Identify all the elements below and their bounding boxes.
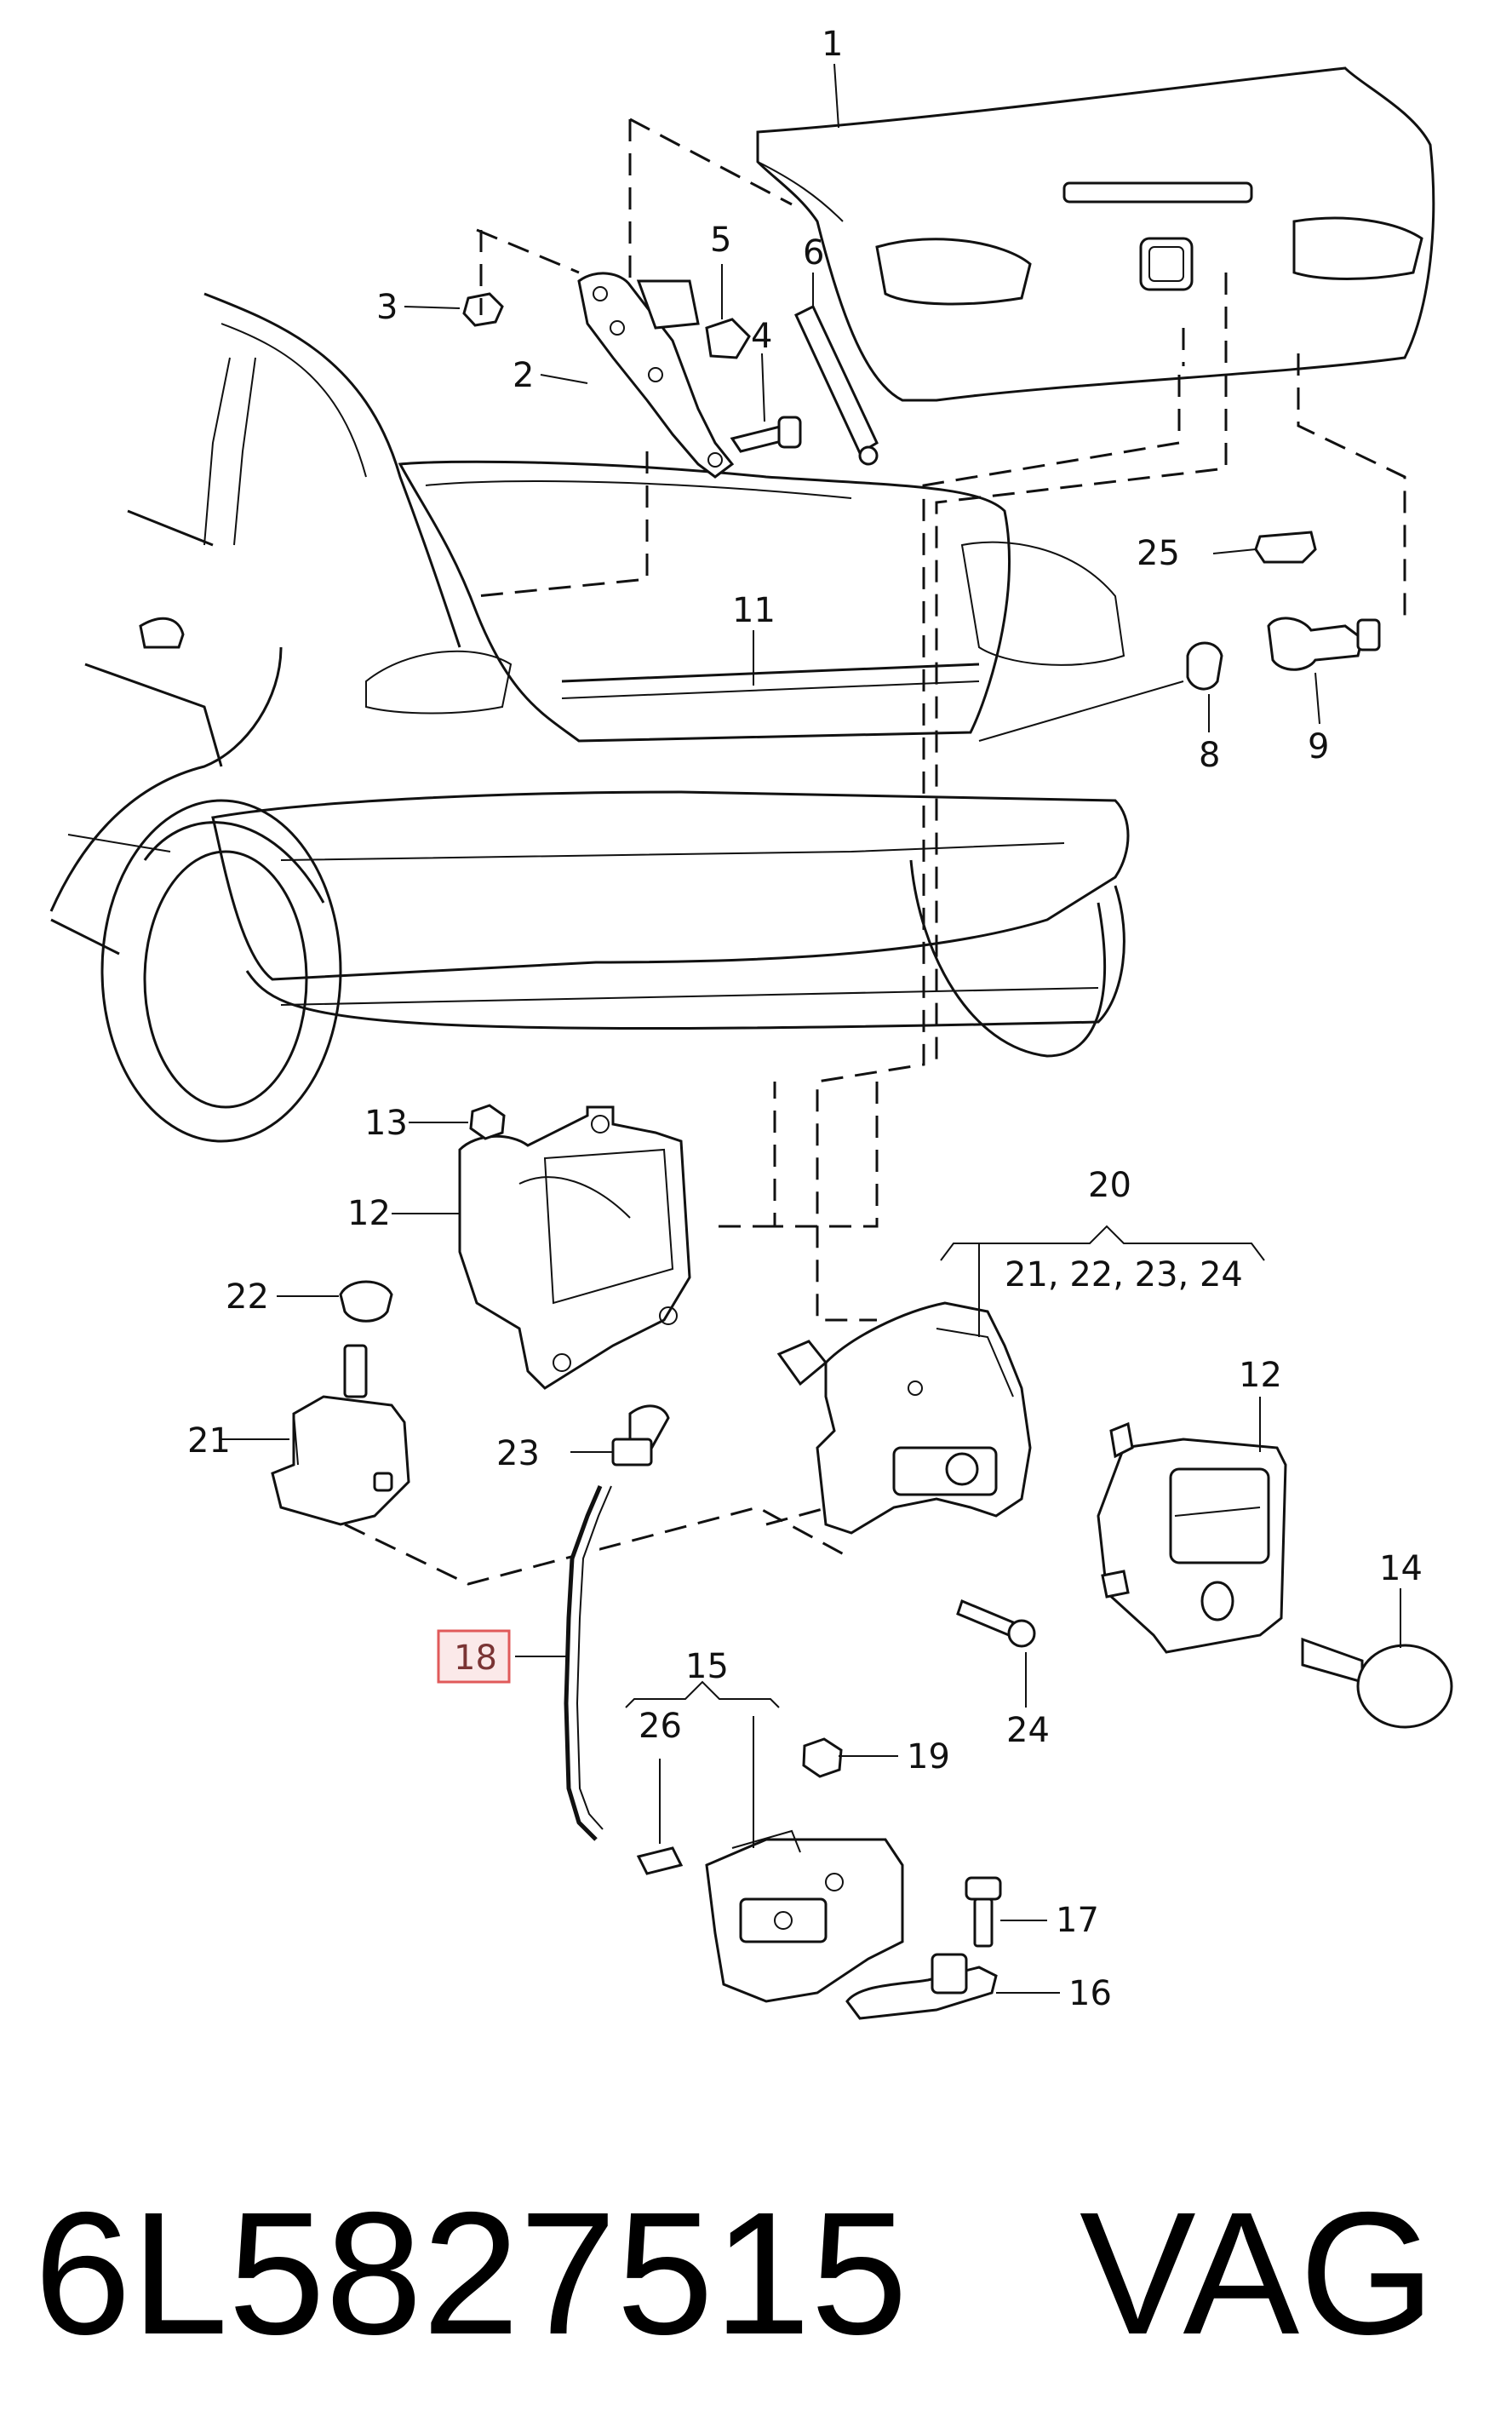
callout-21: 21 [187,1421,231,1461]
callout-16: 16 [1068,1974,1112,2013]
key-part-14 [1301,1637,1453,1729]
adjuster-part-9 [1267,617,1381,671]
callout-13: 13 [364,1104,408,1143]
callout-15: 15 [685,1647,729,1686]
callout-2: 2 [513,356,534,395]
part-number: 6L5827515 [34,2176,908,2371]
callout-22: 22 [226,1277,269,1317]
bolt-part-4 [730,416,802,453]
nut-part-13 [469,1104,506,1140]
callout-12-right: 12 [1239,1356,1282,1395]
lock-cylinder-part-12b [1097,1421,1287,1654]
lock-assembly-part-20 [776,1301,1032,1535]
dashed-leaders-upper [344,118,1406,1586]
car-body-illustration [49,292,1130,1143]
brand-name: VAG [1080,2176,1435,2371]
hinge-part-2 [577,272,735,479]
clip-part-26 [636,1846,684,1875]
motor-part-21 [271,1344,410,1526]
callout-20: 20 [1088,1166,1131,1205]
stop-part-5 [705,318,751,359]
callout-25: 25 [1137,534,1180,573]
bushing-part-22 [339,1280,393,1323]
nut-part-19 [802,1737,843,1778]
callout-3: 3 [376,288,398,327]
callout-20-subparts: 21, 22, 23, 24 [1005,1255,1243,1294]
cable-part-18 [564,1485,612,1841]
callout-5: 5 [710,221,731,260]
callout-8: 8 [1199,736,1220,775]
nut-part-3 [462,292,504,327]
callout-19: 19 [907,1737,950,1777]
callout-23: 23 [496,1434,540,1473]
handle-housing-part-12a [458,1105,691,1390]
callout-6: 6 [803,233,824,273]
clip-part-25 [1254,531,1317,564]
callout-leaders [221,63,1401,1994]
callout-12-left: 12 [347,1194,391,1233]
callout-18-highlight [437,1629,511,1684]
callout-9: 9 [1308,727,1329,766]
screw-part-17 [965,1876,1002,1948]
screw-part-24 [956,1599,1036,1648]
callout-26: 26 [639,1707,682,1746]
bracket-part-16 [845,1953,998,2020]
callout-1: 1 [822,25,843,64]
callout-18: 18 [454,1639,497,1678]
buffer-part-8 [1186,641,1223,691]
callout-14: 14 [1379,1549,1423,1588]
callout-11: 11 [732,591,776,630]
callout-labels: 1 2 3 4 5 6 8 9 11 12 12 13 14 15 16 17 … [187,25,1423,2013]
callout-24: 24 [1006,1711,1050,1750]
lock-part-15 [705,1829,904,2003]
tailgate-part-1 [756,66,1435,402]
callout-4: 4 [751,317,772,356]
rod-part-23 [611,1404,670,1467]
gas-strut-part-6 [794,304,879,466]
callout-17: 17 [1056,1901,1099,1940]
part-number-caption: 6L5827515 VAG [34,2176,1435,2371]
